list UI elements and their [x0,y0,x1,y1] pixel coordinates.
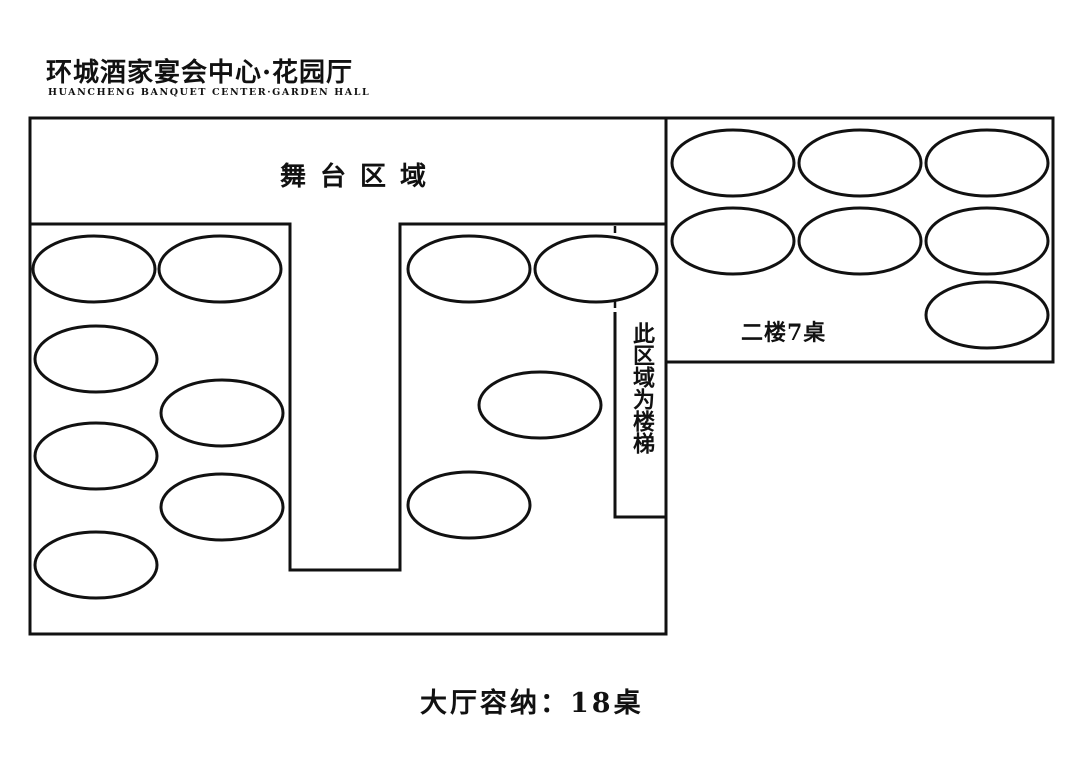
table [33,324,159,394]
main-hall-outline [28,116,668,636]
page-subtitle: HUANCHENG BANQUET CENTER·GARDEN HALL [48,87,371,98]
table [477,370,603,440]
stairs-area [613,312,666,519]
table-second-floor [797,128,923,198]
capacity-label: 大厅容纳：18桌 [420,688,644,719]
table [159,378,285,448]
table [159,472,285,542]
table [406,470,532,540]
table-second-floor [924,128,1050,198]
table-second-floor [670,206,796,276]
second-floor-label: 二楼7桌 [741,320,827,346]
stairs-label: 此区域为楼梯 [629,322,655,454]
second-floor-outline [666,116,1055,364]
table [157,234,283,304]
table [31,234,157,304]
table-second-floor [924,206,1050,276]
table [406,234,532,304]
page-title: 环城酒家宴会中心·花园厅 [46,58,354,88]
table-second-floor [797,206,923,276]
table [33,421,159,491]
stage-area [30,222,666,572]
table-second-floor [924,280,1050,350]
table [533,234,659,304]
stage-label: 舞台区域 [280,162,441,192]
table-second-floor [670,128,796,198]
table [33,530,159,600]
